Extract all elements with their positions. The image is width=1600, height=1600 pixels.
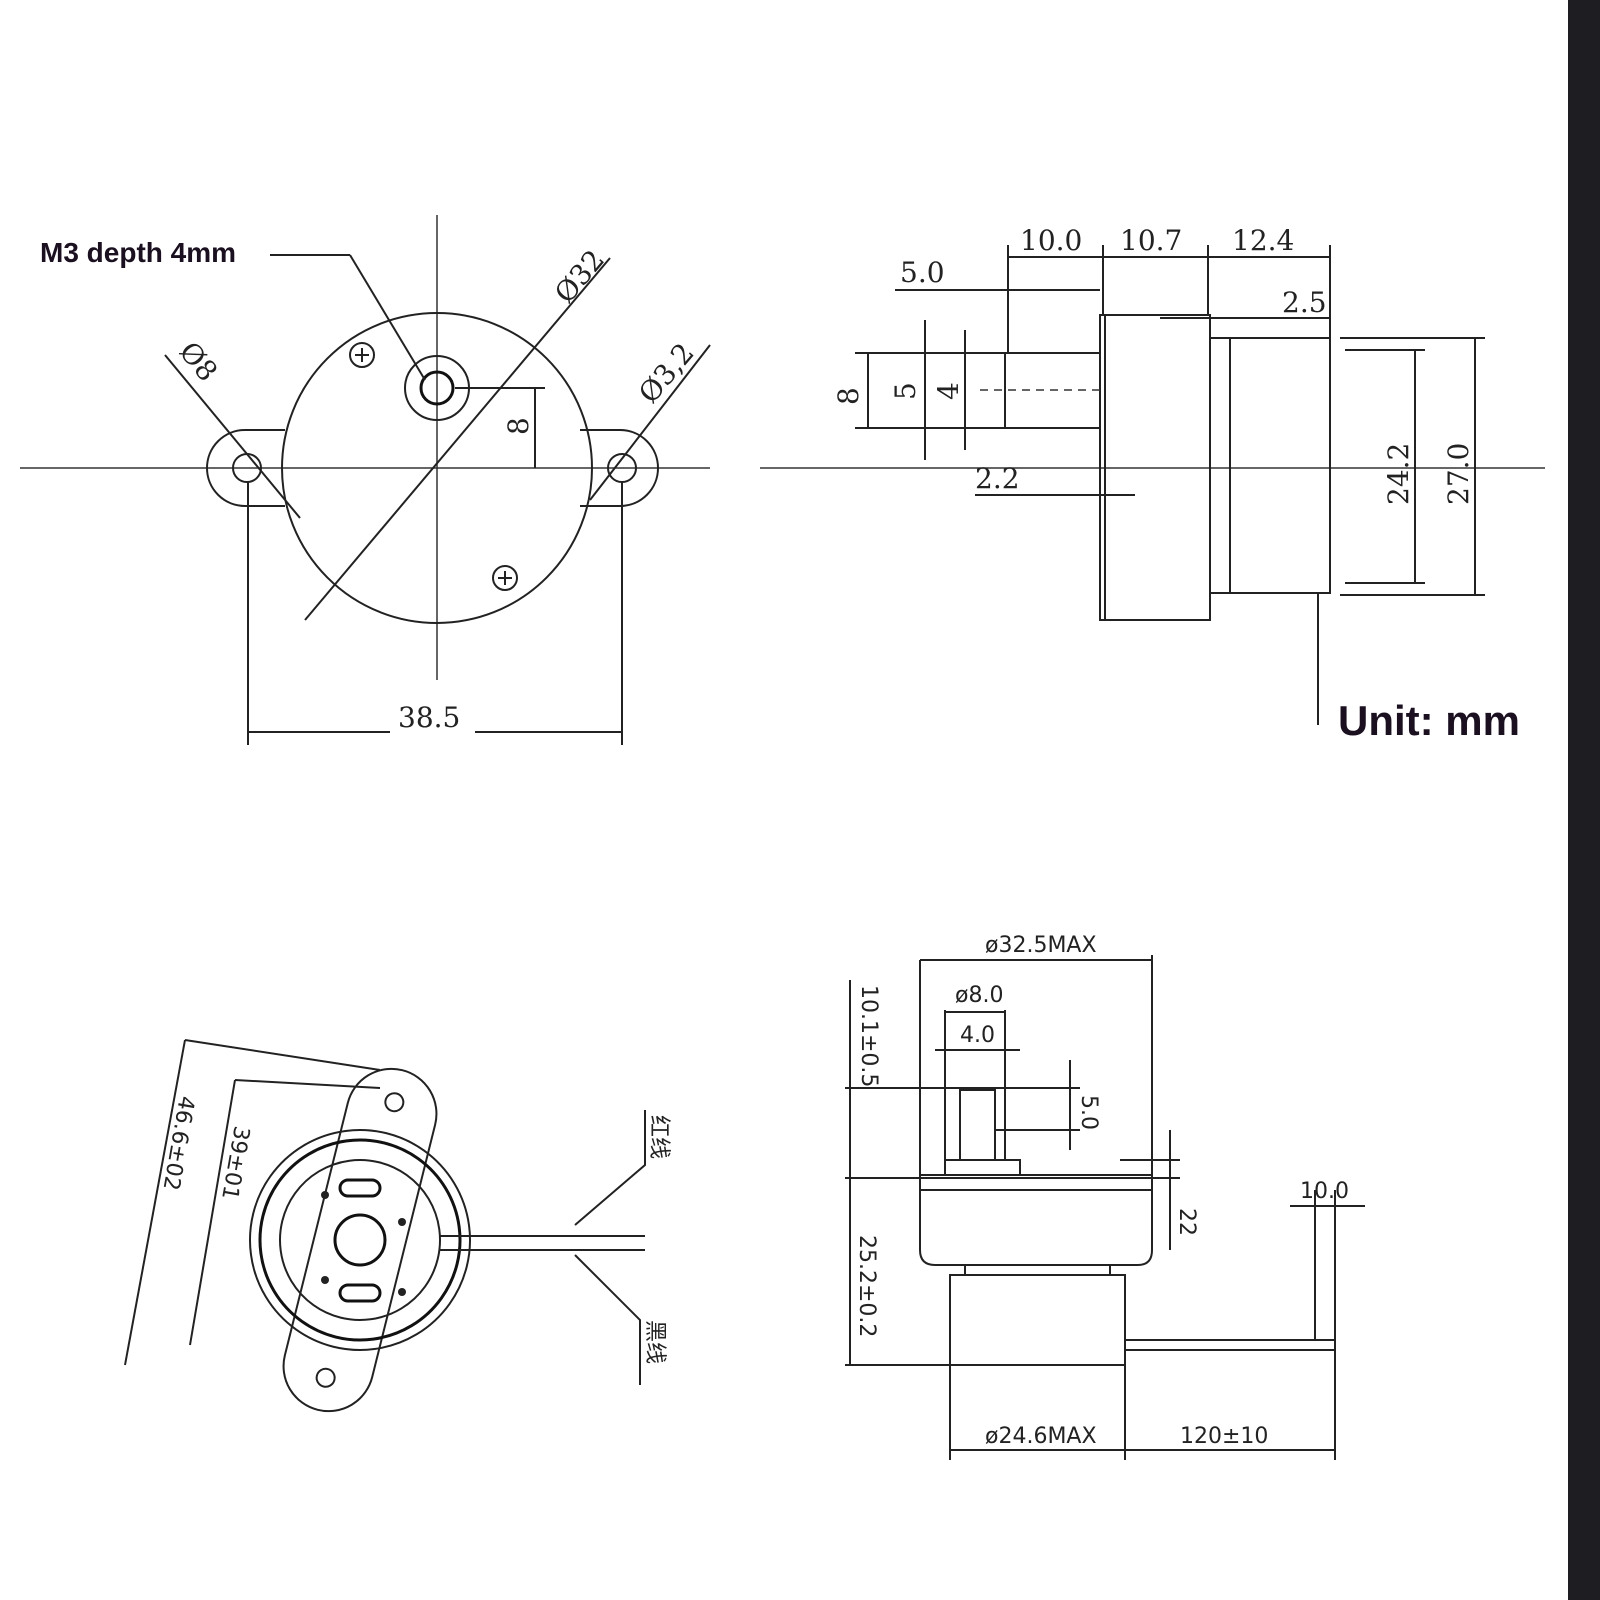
dim-flange-thickness: 2.2 [975,462,1020,495]
mounting-lug-left [206,429,285,507]
dim-outer-diameter: 27.0 [1442,443,1475,505]
dim-max-diameter: ø32.5MAX [985,933,1097,958]
gearbox [919,1174,1153,1266]
dim-flat-4: 4 [932,382,965,400]
shaft [419,370,455,406]
screw-icon [349,342,375,368]
dim-outer-span: 46.6±02 [158,1094,199,1192]
dim-shaft-diameter: ø8.0 [955,983,1003,1008]
motor-body-outline [281,312,593,624]
shaft [333,1213,387,1267]
dim-base-diameter: ø24.6MAX [985,1424,1097,1449]
dim-wire-length: 120±10 [1180,1424,1268,1449]
dim-lug-diameter: Ø8 [173,335,224,387]
dim-flat-length: 5.0 [900,256,945,289]
mounting-plate [282,1067,438,1413]
screw-icon [492,565,518,591]
dim-hole-diameter: Ø3,2 [632,337,701,410]
thread-annotation: M3 depth 4mm [40,237,236,268]
wire-label-red: 红线 [646,1115,671,1159]
profile-view: ø32.5MAX ø8.0 4.0 5.0 10.1±0.5 22 25.2±0… [845,933,1365,1460]
motor-can [949,1274,1126,1366]
dim-shaft-height: 10.1±0.5 [856,985,881,1087]
dim-hole-span: 38.5 [398,701,460,734]
dim-shaft-offset: 8 [502,417,535,435]
window-edge [1568,0,1600,1600]
dim-flange: 22 [1174,1208,1199,1236]
wire-label-black: 黑线 [642,1320,667,1364]
iso-view: 46.6±02 39±01 红线 黑线 [124,1039,671,1413]
dim-body-diameter: 24.2 [1382,443,1415,505]
dim-gearbox-length: 10.7 [1120,224,1182,257]
dim-shaft-length: 10.0 [1020,224,1082,257]
dim-body-height: 25.2±0.2 [854,1235,879,1337]
motor-can [1229,337,1331,594]
dim-flat-5: 5 [889,382,922,400]
dim-step: 2.5 [1282,286,1327,319]
dim-wire-strip: 10.0 [1300,1179,1349,1204]
dim-flat-width: 4.0 [960,1023,995,1048]
front-view: M3 depth 4mm Ø32 Ø8 Ø3,2 8 38.5 [20,215,711,745]
output-shaft [959,1089,996,1161]
dim-body-diameter: Ø32 [548,243,611,309]
gearbox-flange [1099,314,1211,621]
dim-flat-length: 5.0 [1076,1095,1101,1130]
unit-label: Unit: mm [1338,697,1520,744]
dim-shaft-diameter: 8 [832,387,865,405]
side-view: 10.0 10.7 12.4 5.0 2.5 8 5 4 2.2 24.2 27… [760,224,1545,744]
mounting-lug-right [580,429,659,507]
dim-motor-length: 12.4 [1232,224,1294,257]
